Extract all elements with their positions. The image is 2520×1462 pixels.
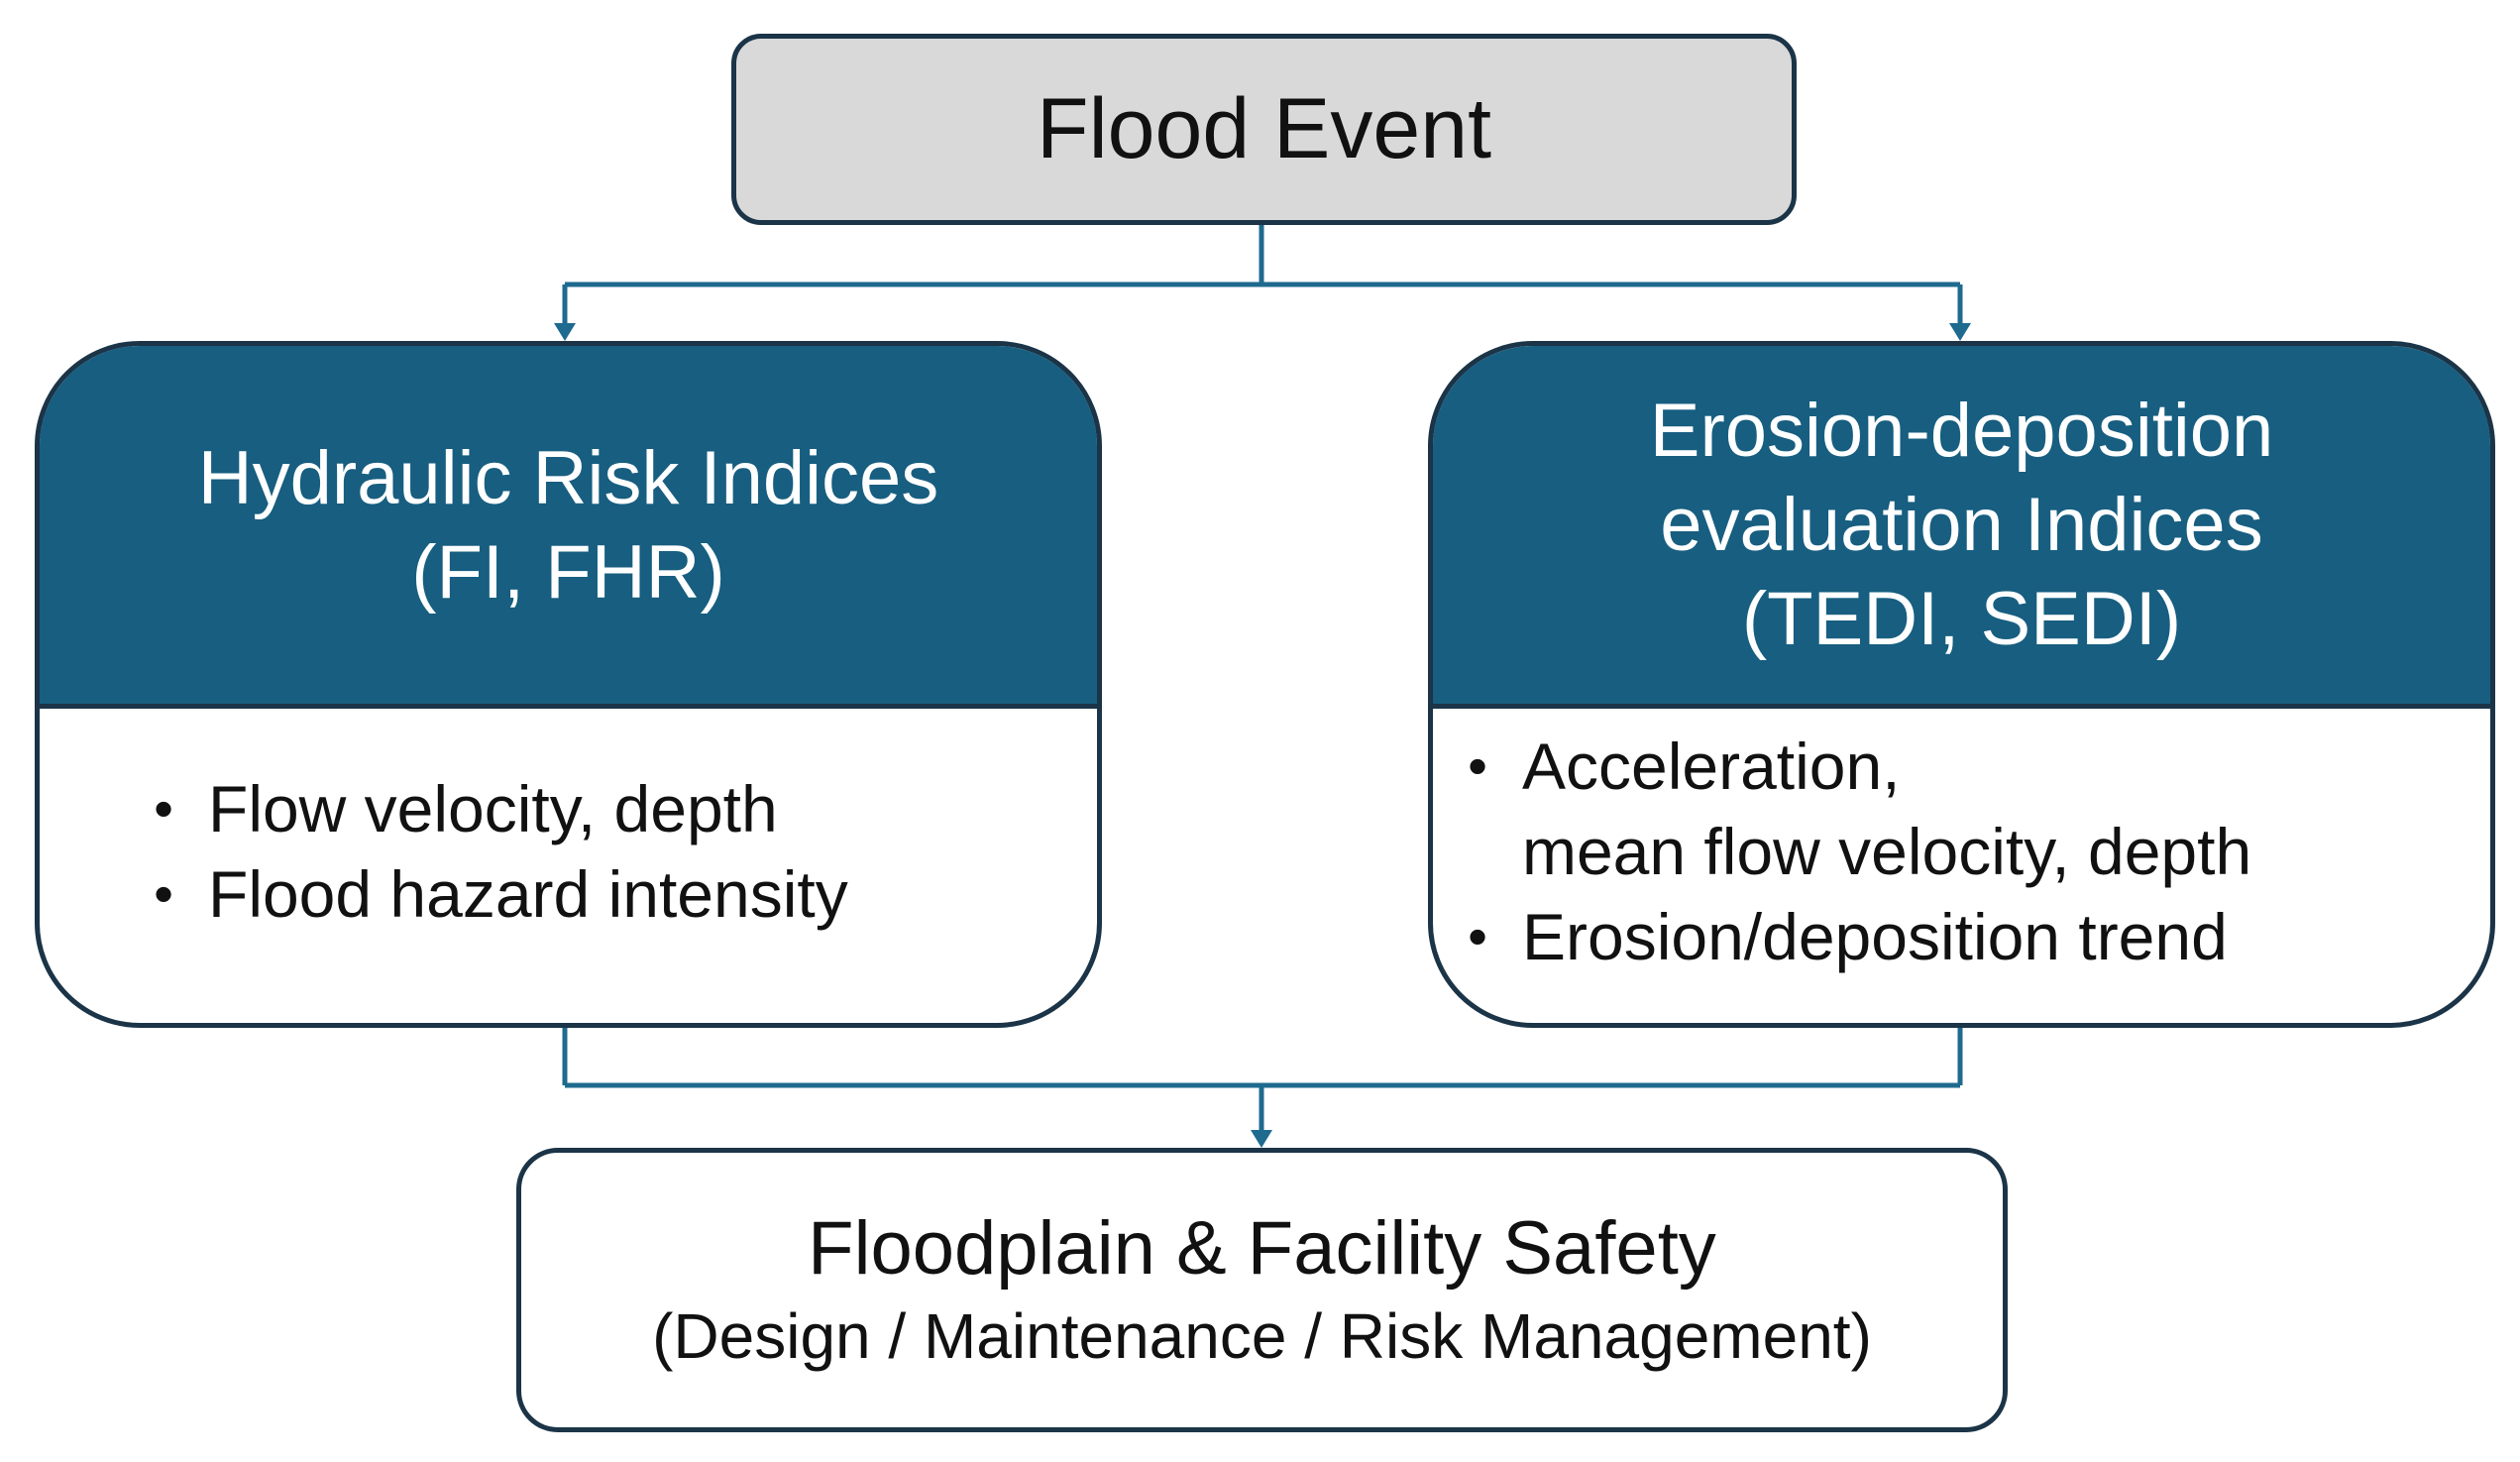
erosion-deposition-panel: Erosion-deposition evaluation Indices (T…	[1428, 341, 2495, 1028]
arrow-head-right	[1949, 323, 1971, 341]
connector-top-split	[562, 225, 1963, 327]
list-item: • Flow velocity, depth	[119, 766, 1097, 851]
floodplain-safety-title: Floodplain & Facility Safety	[808, 1205, 1716, 1291]
bullet-icon: •	[154, 776, 173, 840]
hydraulic-risk-body: • Flow velocity, depth • Flood hazard in…	[40, 709, 1097, 1023]
header-line: (FI, FHR)	[411, 529, 725, 615]
bullet-text: Erosion/deposition trend	[1522, 899, 2228, 973]
hydraulic-risk-panel: Hydraulic Risk Indices (FI, FHR) • Flow …	[35, 341, 1102, 1028]
arrow-head-left	[554, 323, 576, 341]
bullet-text: Flood hazard intensity	[208, 856, 848, 931]
bullet-text: Acceleration,	[1522, 729, 1901, 803]
erosion-deposition-header: Erosion-deposition evaluation Indices (T…	[1433, 346, 2490, 709]
hydraulic-risk-header: Hydraulic Risk Indices (FI, FHR)	[40, 346, 1097, 709]
flood-event-box: Flood Event	[731, 34, 1797, 225]
connector-bottom-merge	[562, 1028, 1963, 1133]
bullet-icon: •	[1468, 904, 1487, 967]
flood-event-label: Flood Event	[1037, 81, 1491, 176]
bullet-text: mean flow velocity, depth	[1522, 814, 2252, 888]
erosion-deposition-body: • Acceleration, mean flow velocity, dept…	[1433, 709, 2490, 1023]
floodplain-safety-box: Floodplain & Facility Safety (Design / M…	[516, 1148, 2008, 1432]
list-item: • Flood hazard intensity	[119, 851, 1097, 937]
header-line: Hydraulic Risk Indices	[197, 435, 939, 520]
bullet-text: Flow velocity, depth	[208, 771, 778, 845]
list-item: • Erosion/deposition trend	[1433, 894, 2490, 979]
floodplain-safety-subtitle: (Design / Maintenance / Risk Management)	[652, 1299, 1872, 1372]
arrow-head-bottom	[1251, 1130, 1272, 1148]
bullet-text-group: Acceleration, mean flow velocity, depth	[1522, 724, 2251, 894]
header-line: Erosion-deposition	[1649, 389, 2274, 473]
list-item: • Acceleration, mean flow velocity, dept…	[1433, 724, 2490, 894]
header-line: (TEDI, SEDI)	[1741, 577, 2182, 661]
bullet-icon: •	[1468, 733, 1487, 797]
header-line: evaluation Indices	[1660, 483, 2263, 567]
bullet-icon: •	[154, 861, 173, 925]
